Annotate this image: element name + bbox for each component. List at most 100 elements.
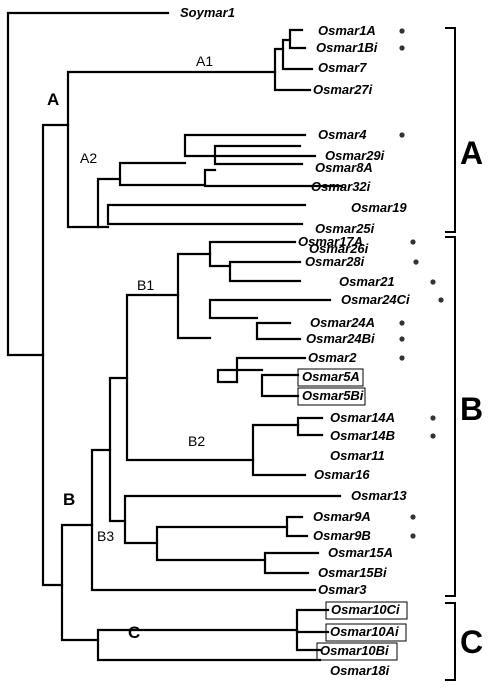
leaf-osmar28i: Osmar28i bbox=[305, 254, 365, 269]
branch-osmar8-32 bbox=[213, 144, 304, 166]
branch-osmar14 bbox=[296, 416, 324, 437]
node-label-a2: A2 bbox=[80, 150, 97, 166]
branch-root bbox=[6, 11, 170, 357]
branch-osmar25-26 bbox=[106, 203, 307, 226]
leaf-osmar13: Osmar13 bbox=[351, 488, 407, 503]
dot-osmar21 bbox=[430, 279, 436, 285]
branch-clade-a bbox=[66, 70, 277, 229]
branch-a-bc bbox=[41, 123, 70, 587]
leaf-osmar10ai: Osmar10Ai bbox=[330, 624, 399, 639]
branch-clade-b bbox=[90, 448, 317, 592]
bracket-clade-a bbox=[445, 27, 456, 233]
clade-letters: A B C bbox=[460, 135, 483, 660]
branch-osmar10 bbox=[295, 608, 330, 652]
leaf-osmar10ci: Osmar10Ci bbox=[331, 602, 400, 617]
leaf-osmar15a: Osmar15A bbox=[328, 545, 393, 560]
leaf-osmar17a: Osmar17A bbox=[298, 234, 363, 249]
branch-osmar4-29 bbox=[183, 133, 317, 158]
clade-letter-a: A bbox=[460, 135, 483, 171]
leaf-osmar8a-visible: Osmar8A bbox=[315, 160, 373, 175]
leaf-osmar14a: Osmar14A bbox=[330, 410, 395, 425]
leaf-osmar29i: Osmar29i bbox=[325, 148, 385, 163]
box-osmar10ci bbox=[325, 601, 408, 620]
bracket-clade-b bbox=[445, 236, 456, 597]
leaf-osmar18i: Osmar18i bbox=[330, 663, 390, 678]
leaf-osmar7: Osmar7 bbox=[318, 60, 367, 75]
leaf-osmar26i: Osmar26i bbox=[309, 241, 369, 256]
branch-osmar24c-group bbox=[208, 298, 332, 320]
leaf-osmar24a: Osmar24A bbox=[310, 315, 375, 330]
dot-osmar24bi bbox=[399, 336, 405, 342]
osmar2-subtree bbox=[235, 356, 307, 398]
branch-b1-inner bbox=[176, 252, 212, 340]
leaf-osmar3: Osmar3 bbox=[318, 582, 367, 597]
branch-osmar5 bbox=[260, 373, 300, 398]
leaf-highlight-boxes bbox=[297, 368, 408, 661]
leaf-osmar27i: Osmar27i bbox=[313, 82, 373, 97]
dot-osmar1bi bbox=[399, 45, 405, 51]
node-label-b2: B2 bbox=[188, 433, 205, 449]
node-labels: A A1 A2 B B1 B2 B3 C bbox=[47, 53, 213, 642]
box-osmar5a bbox=[297, 368, 364, 387]
branch-a2 bbox=[96, 177, 122, 229]
leaf-osmar16: Osmar16 bbox=[314, 467, 370, 482]
leaf-osmar4: Osmar4 bbox=[318, 127, 367, 142]
branch-clade-c bbox=[96, 628, 322, 662]
branch-b1-top bbox=[208, 240, 297, 268]
leaf-osmar5bi: Osmar5Bi bbox=[302, 388, 364, 403]
branch-b1 bbox=[125, 293, 255, 462]
leaf-osmar32i: Osmar32i bbox=[311, 179, 371, 194]
branch-a1 bbox=[273, 47, 312, 92]
branch-b2 bbox=[251, 423, 307, 477]
leaf-soymar1: Soymar1 bbox=[180, 5, 235, 20]
branch-osmar15 bbox=[263, 551, 320, 575]
leaf-osmar9b: Osmar9B bbox=[313, 528, 371, 543]
node-label-a1: A1 bbox=[196, 53, 213, 69]
box-osmar10ai bbox=[325, 623, 407, 642]
leaf-osmar21: Osmar21 bbox=[339, 274, 395, 289]
leaf-osmar24bi: Osmar24Bi bbox=[306, 331, 375, 346]
box-osmar10bi bbox=[316, 642, 398, 661]
leaf-osmar15bi: Osmar15Bi bbox=[318, 565, 387, 580]
branch-a2-inner bbox=[118, 161, 207, 187]
branch-b-inner bbox=[108, 376, 129, 523]
branch-osmar9 bbox=[285, 515, 309, 538]
node-label-b3: B3 bbox=[97, 528, 114, 544]
branch-bc bbox=[60, 523, 100, 642]
leaf-osmar19: Osmar19 bbox=[351, 200, 407, 215]
clade-letter-b: B bbox=[460, 391, 483, 427]
dot-osmar14a bbox=[430, 415, 436, 421]
leaf-osmar14b: Osmar14B bbox=[330, 428, 395, 443]
clade-letter-c: C bbox=[460, 624, 483, 660]
bracket-clade-c bbox=[445, 602, 456, 681]
leaf-osmar11: Osmar11 bbox=[330, 448, 385, 463]
dot-osmar4 bbox=[399, 132, 405, 138]
leaf-osmar5a: Osmar5A bbox=[302, 369, 360, 384]
dot-osmar24ci bbox=[438, 297, 444, 303]
leaf-osmar1a: Osmar1A bbox=[318, 23, 376, 38]
node-label-a: A bbox=[47, 90, 59, 109]
leaf-osmar1bi: Osmar1Bi bbox=[316, 40, 378, 55]
branch-osmar28-21 bbox=[228, 260, 302, 283]
branch-osmar2 bbox=[235, 356, 307, 384]
branch-osmar24ab bbox=[255, 321, 302, 341]
dot-osmar17a bbox=[410, 239, 416, 245]
branch-osmar2-5 bbox=[216, 368, 264, 384]
dot-markers bbox=[399, 28, 444, 539]
tree-branches bbox=[6, 11, 344, 662]
dot-osmar14b bbox=[430, 433, 436, 439]
node-label-c: C bbox=[128, 623, 140, 642]
leaf-osmar25i: Osmar25i bbox=[315, 221, 375, 236]
dot-osmar24a bbox=[399, 320, 405, 326]
leaf-osmar9a: Osmar9A bbox=[313, 509, 371, 524]
branch-b3-inner bbox=[155, 525, 289, 562]
leaf-osmar24ci: Osmar24Ci bbox=[341, 292, 410, 307]
leaf-labels: Soymar1 Osmar1A Osmar1Bi Osmar7 Osmar27i… bbox=[180, 5, 410, 678]
branch-osmar1 bbox=[288, 28, 307, 50]
dot-osmar9a bbox=[410, 514, 416, 520]
node-label-b1: B1 bbox=[137, 277, 154, 293]
dot-osmar9b bbox=[410, 533, 416, 539]
branch-a1-inner bbox=[281, 38, 314, 71]
branch-b3 bbox=[123, 494, 342, 545]
